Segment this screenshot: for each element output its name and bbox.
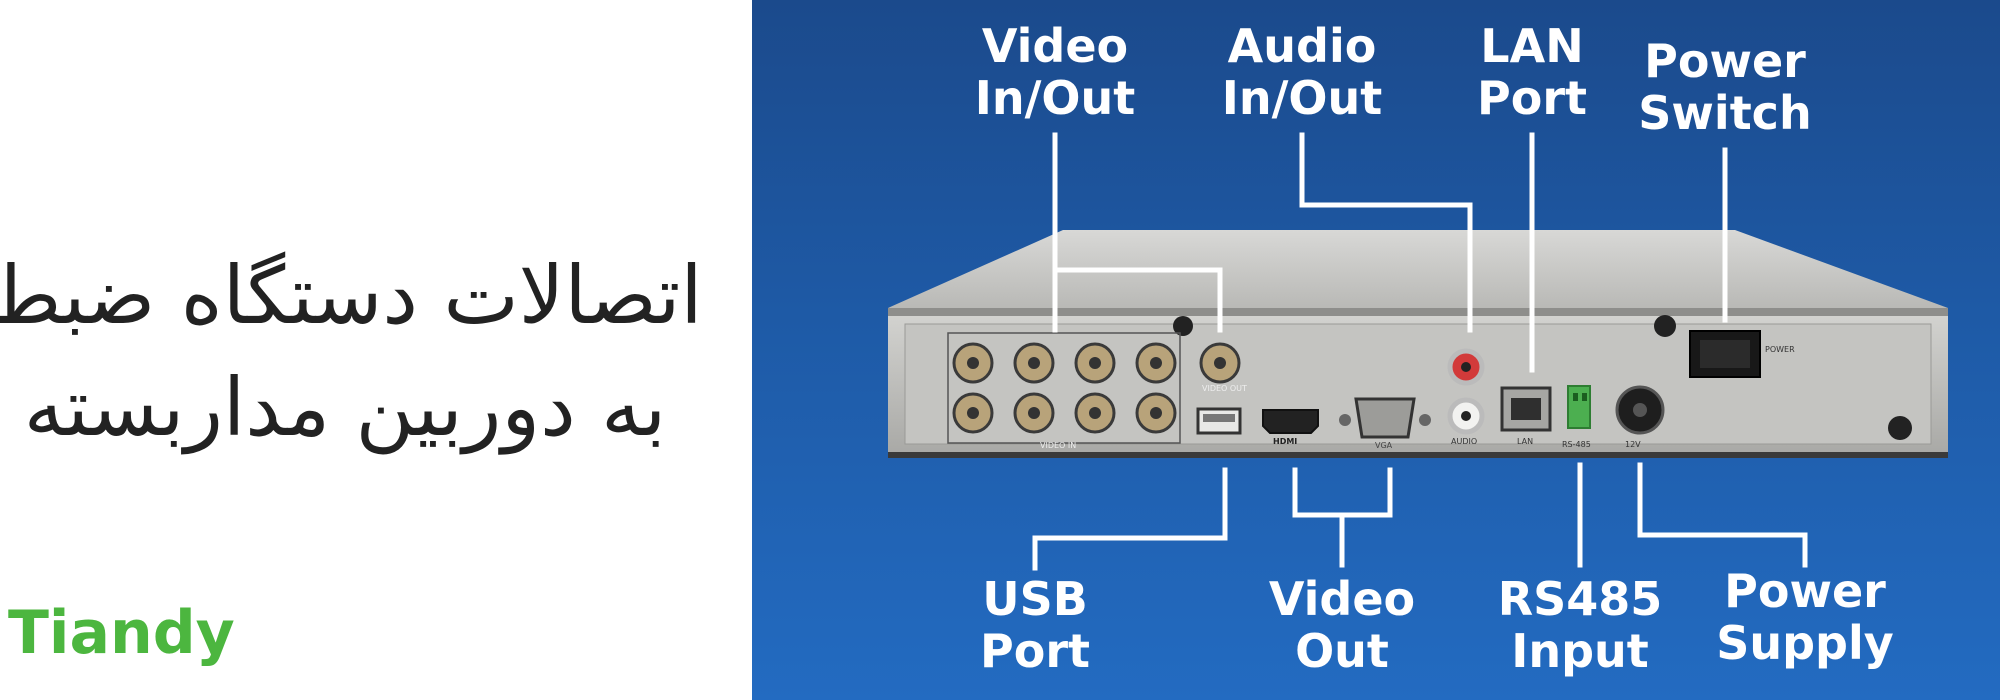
callout-lan-port: LAN Port <box>1477 19 1587 125</box>
label-power: POWER <box>1765 345 1795 354</box>
dvr-side <box>888 308 1948 318</box>
dvr-back-inner <box>904 323 1932 445</box>
heading-line-1: اتصالات دستگاه ضبط <box>0 249 703 342</box>
label-video-out: VIDEO OUT <box>1202 384 1247 393</box>
label-vga: VGA <box>1375 441 1393 450</box>
brand-logo: Tiandy <box>8 598 235 668</box>
vga-screw <box>1419 414 1431 426</box>
label-hdmi: HDMI <box>1273 437 1298 446</box>
label-lan: LAN <box>1517 437 1534 446</box>
label-audio: AUDIO <box>1451 437 1478 446</box>
label-video-in: VIDEO IN <box>1040 441 1077 450</box>
callout-video-out: Video Out <box>1268 572 1416 678</box>
rs485-terminal <box>1567 385 1591 429</box>
callout-power-switch: Power Switch <box>1638 34 1812 140</box>
line-video-in-out-branch <box>1052 267 1223 333</box>
callout-power-supply: Power Supply <box>1716 564 1894 670</box>
bnc-centers <box>967 357 1162 419</box>
hdmi-port <box>1262 409 1319 434</box>
vga-port <box>1354 397 1416 439</box>
dvr-top-surface <box>888 230 1948 308</box>
video-in-group-outline <box>947 332 1181 444</box>
line-power-supply <box>1637 462 1808 568</box>
heading-line-2: به دوربین مداربسته <box>23 361 667 454</box>
label-rs485: RS-485 <box>1562 440 1591 449</box>
ground-screw <box>1888 416 1912 440</box>
callout-usb-port: USB Port <box>980 572 1090 678</box>
line-audio-in-out <box>1299 132 1473 333</box>
label-12v: 12V <box>1625 440 1641 449</box>
line-usb-port <box>1032 467 1228 571</box>
callout-lines <box>1032 132 1808 571</box>
callout-video-in-out: Video In/Out <box>974 19 1136 125</box>
vga-screw <box>1339 414 1351 426</box>
callout-audio-in-out: Audio In/Out <box>1221 19 1383 125</box>
page-heading: اتصالات دستگاه ضبط به دوربین مداربسته <box>0 240 705 464</box>
callout-rs485-input: RS485 Input <box>1497 572 1663 678</box>
dvr-bottom-edge <box>888 452 1948 458</box>
screw <box>1173 316 1193 336</box>
screw <box>1654 315 1676 337</box>
line-video-out <box>1292 467 1393 518</box>
